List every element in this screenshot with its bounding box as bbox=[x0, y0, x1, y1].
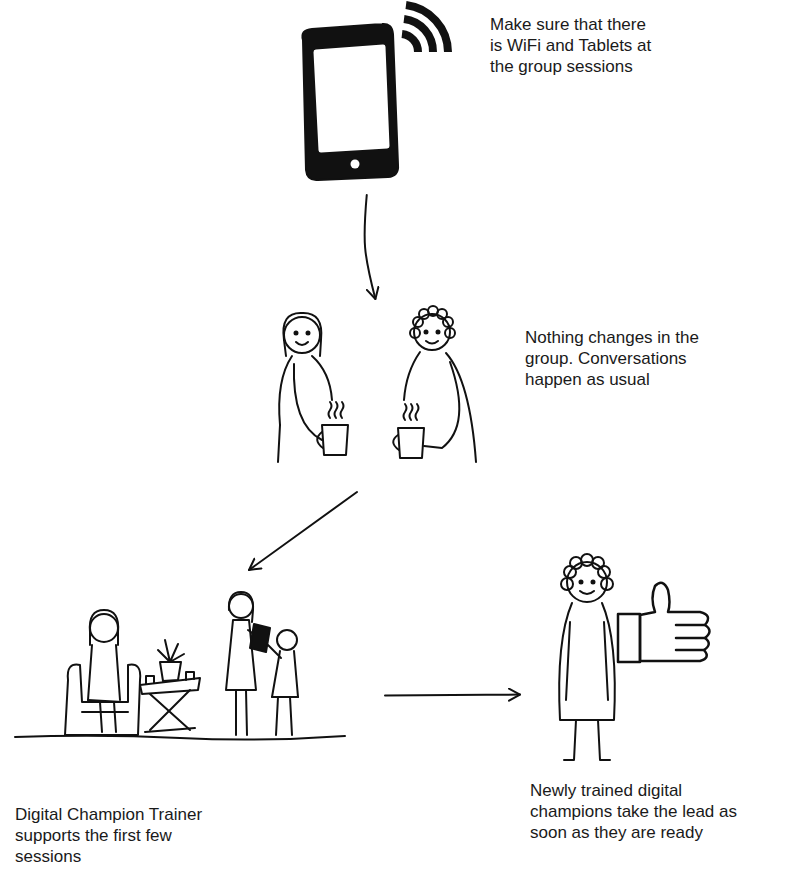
woman-figure bbox=[295, 332, 298, 335]
woman-figure bbox=[312, 356, 332, 400]
table-plant bbox=[140, 640, 200, 732]
learner-figure bbox=[276, 697, 292, 735]
wifi-symbol bbox=[402, 5, 448, 52]
mug bbox=[416, 404, 419, 420]
mug bbox=[322, 425, 348, 455]
champion-figure bbox=[601, 578, 613, 590]
trainer-figure bbox=[229, 594, 253, 618]
trainer-figure bbox=[250, 624, 270, 652]
woman-figure bbox=[424, 362, 459, 448]
phone-icon bbox=[316, 47, 387, 150]
armchair-figure bbox=[82, 711, 128, 713]
mug bbox=[398, 428, 424, 458]
step-caption: Newly trained digital champions take the… bbox=[530, 780, 745, 843]
learner-figure bbox=[272, 651, 298, 697]
learner-figure bbox=[268, 645, 281, 658]
armchair-figure bbox=[90, 614, 118, 642]
woman-figure bbox=[437, 331, 440, 334]
armchair-figure bbox=[88, 645, 92, 700]
step-node: Make sure that there is WiFi and Tablets… bbox=[295, 5, 470, 185]
mug bbox=[393, 404, 424, 458]
wifi-symbol bbox=[404, 19, 433, 52]
flow-arrow bbox=[365, 195, 376, 299]
table-plant bbox=[145, 728, 195, 732]
trainer-figure bbox=[236, 690, 247, 735]
woman-figure bbox=[284, 317, 320, 353]
woman-figure bbox=[425, 331, 428, 334]
phone-icon bbox=[302, 24, 398, 180]
mug bbox=[341, 402, 344, 418]
mug bbox=[317, 432, 323, 448]
wifi-symbol bbox=[406, 5, 448, 52]
armchair-figure bbox=[88, 700, 122, 702]
ground-line bbox=[15, 736, 345, 740]
mug bbox=[393, 435, 399, 450]
woman-figure bbox=[296, 342, 308, 345]
mug bbox=[410, 404, 413, 420]
step-node: Nothing changes in the group. Conversati… bbox=[265, 305, 495, 480]
woman-figure bbox=[426, 341, 438, 344]
champion-figure bbox=[559, 554, 615, 760]
mug bbox=[335, 402, 338, 418]
champion-figure bbox=[598, 566, 610, 578]
flow-arrow bbox=[249, 492, 357, 570]
thumbs-up-icon bbox=[676, 625, 705, 650]
table-plant bbox=[186, 672, 194, 680]
champion-figure bbox=[580, 591, 594, 594]
step-caption: Digital Champion Trainer supports the fi… bbox=[15, 804, 230, 867]
thumbs-up-icon bbox=[618, 583, 710, 662]
woman-figure bbox=[284, 340, 286, 356]
champion-figure bbox=[592, 581, 595, 584]
trainer-figure bbox=[226, 620, 256, 690]
mug bbox=[404, 404, 407, 420]
mug bbox=[317, 402, 348, 455]
table-plant bbox=[146, 676, 154, 684]
armchair-figure bbox=[90, 610, 118, 645]
armchair-figure bbox=[65, 665, 140, 735]
champion-figure bbox=[566, 622, 608, 700]
champion-figure bbox=[580, 581, 583, 584]
armchair-figure bbox=[114, 702, 116, 732]
woman-figure bbox=[404, 352, 420, 400]
flow-arrow bbox=[385, 694, 520, 697]
armchair-figure bbox=[65, 610, 140, 735]
woman-figure bbox=[307, 332, 310, 335]
step-caption: Nothing changes in the group. Conversati… bbox=[525, 327, 715, 390]
armchair-figure bbox=[116, 645, 120, 700]
woman-figure bbox=[445, 328, 455, 338]
step-node: Newly trained digital champions take the… bbox=[535, 545, 720, 765]
champion-figure bbox=[564, 720, 610, 760]
learner-figure bbox=[272, 696, 298, 698]
woman-figure bbox=[443, 317, 453, 327]
learner-figure bbox=[277, 630, 297, 650]
table-plant bbox=[158, 640, 184, 662]
step-caption: Make sure that there is WiFi and Tablets… bbox=[490, 14, 658, 77]
champion-figure bbox=[559, 603, 615, 720]
trainer-figure bbox=[229, 592, 253, 622]
mug bbox=[329, 402, 332, 418]
champion-figure bbox=[561, 578, 573, 590]
woman-figure bbox=[294, 364, 322, 440]
woman-figure bbox=[446, 353, 476, 462]
armchair-figure bbox=[100, 702, 102, 732]
phone-icon bbox=[302, 24, 398, 180]
wifi-symbol bbox=[402, 34, 418, 52]
learner-figure bbox=[268, 630, 298, 735]
table-plant bbox=[150, 690, 190, 730]
thumbs-up-icon bbox=[640, 583, 710, 661]
woman-figure bbox=[410, 328, 420, 338]
woman-figure bbox=[283, 313, 321, 356]
armchair-figure bbox=[89, 632, 91, 645]
woman-figure bbox=[278, 425, 280, 462]
phone-icon bbox=[351, 160, 360, 169]
woman-figure bbox=[279, 356, 292, 425]
step-node: Digital Champion Trainer supports the fi… bbox=[60, 575, 360, 740]
trainer-figure bbox=[226, 592, 270, 735]
thumbs-up-icon bbox=[618, 614, 640, 662]
table-plant bbox=[160, 662, 181, 681]
